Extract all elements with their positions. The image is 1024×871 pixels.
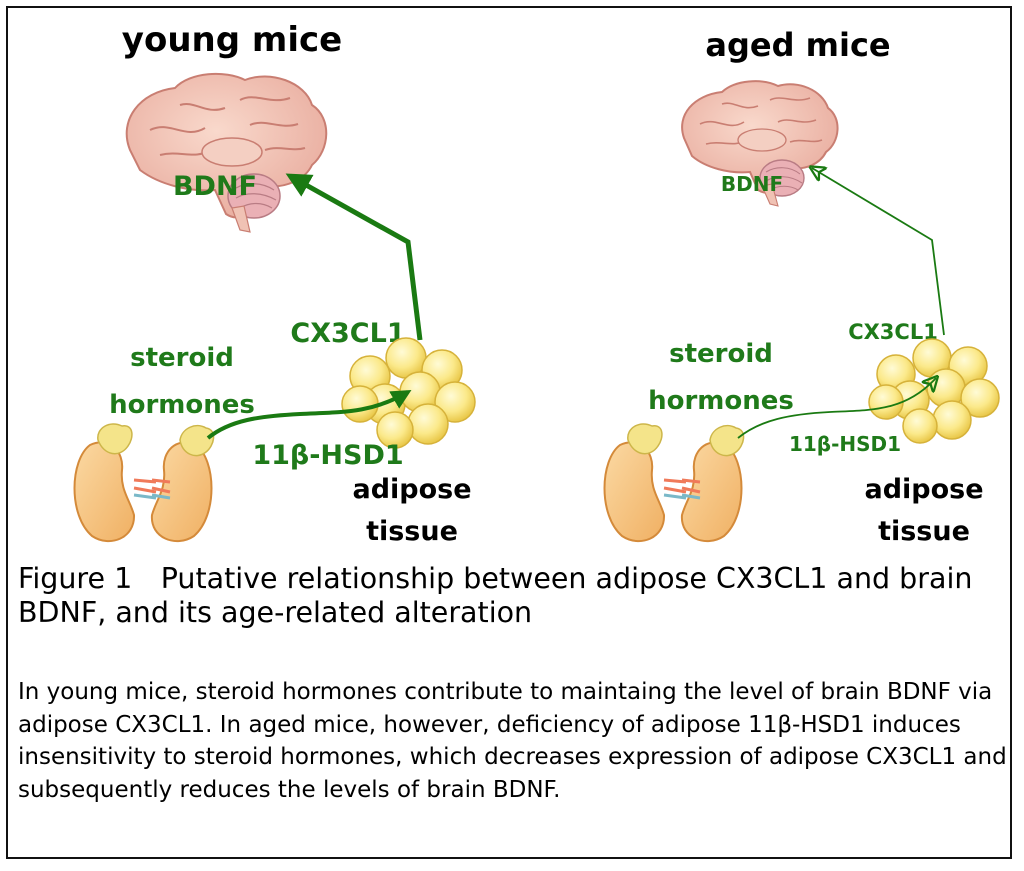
kidney-icon xyxy=(603,441,743,542)
young-cx3cl1-label: CX3CL1 xyxy=(290,318,405,349)
aged-cx3cl1-label: CX3CL1 xyxy=(848,320,938,344)
figure-caption: In young mice, steroid hormones contribu… xyxy=(18,679,1007,803)
aged-adipose-line1: adipose xyxy=(864,474,983,505)
young-adipose-line1: adipose xyxy=(352,474,471,505)
young-bdnf-label: BDNF xyxy=(173,171,257,202)
young-hsd-label: 11β-HSD1 xyxy=(252,440,403,471)
brain-icon xyxy=(681,80,839,207)
adrenal-gland-icon xyxy=(97,423,215,457)
aged-panel: aged mice BDNF CX3CL1 xyxy=(603,26,1000,547)
young-steroid-line1: steroid xyxy=(130,343,234,373)
aged-steroid-to-adipose-arrow xyxy=(737,378,936,439)
aged-steroid-line2: hormones xyxy=(648,386,794,416)
kidney-icon xyxy=(73,441,213,542)
diagram-canvas: young mice BDNF CX3CL1 xyxy=(73,20,1000,547)
aged-steroid-line1: steroid xyxy=(669,339,773,369)
adrenal-gland-icon xyxy=(627,423,745,457)
aged-hsd-label: 11β-HSD1 xyxy=(789,432,901,456)
brain-icon xyxy=(125,72,328,233)
aged-adipose-line2: tissue xyxy=(878,516,970,547)
young-title: young mice xyxy=(122,20,342,60)
figure-frame xyxy=(6,6,1012,859)
young-panel: young mice BDNF CX3CL1 xyxy=(73,20,476,547)
adipose-cells-icon xyxy=(868,338,1000,444)
young-steroid-to-adipose-arrow xyxy=(206,389,412,440)
figure-title: Figure 1 Putative relationship between a… xyxy=(18,562,973,629)
aged-title: aged mice xyxy=(705,26,890,64)
young-adipose-line2: tissue xyxy=(366,516,458,547)
aged-cx3cl1-to-brain-arrow xyxy=(812,168,945,336)
aged-bdnf-label: BDNF xyxy=(721,172,783,196)
young-steroid-line2: hormones xyxy=(109,390,255,420)
young-cx3cl1-to-brain-arrow xyxy=(285,173,423,341)
